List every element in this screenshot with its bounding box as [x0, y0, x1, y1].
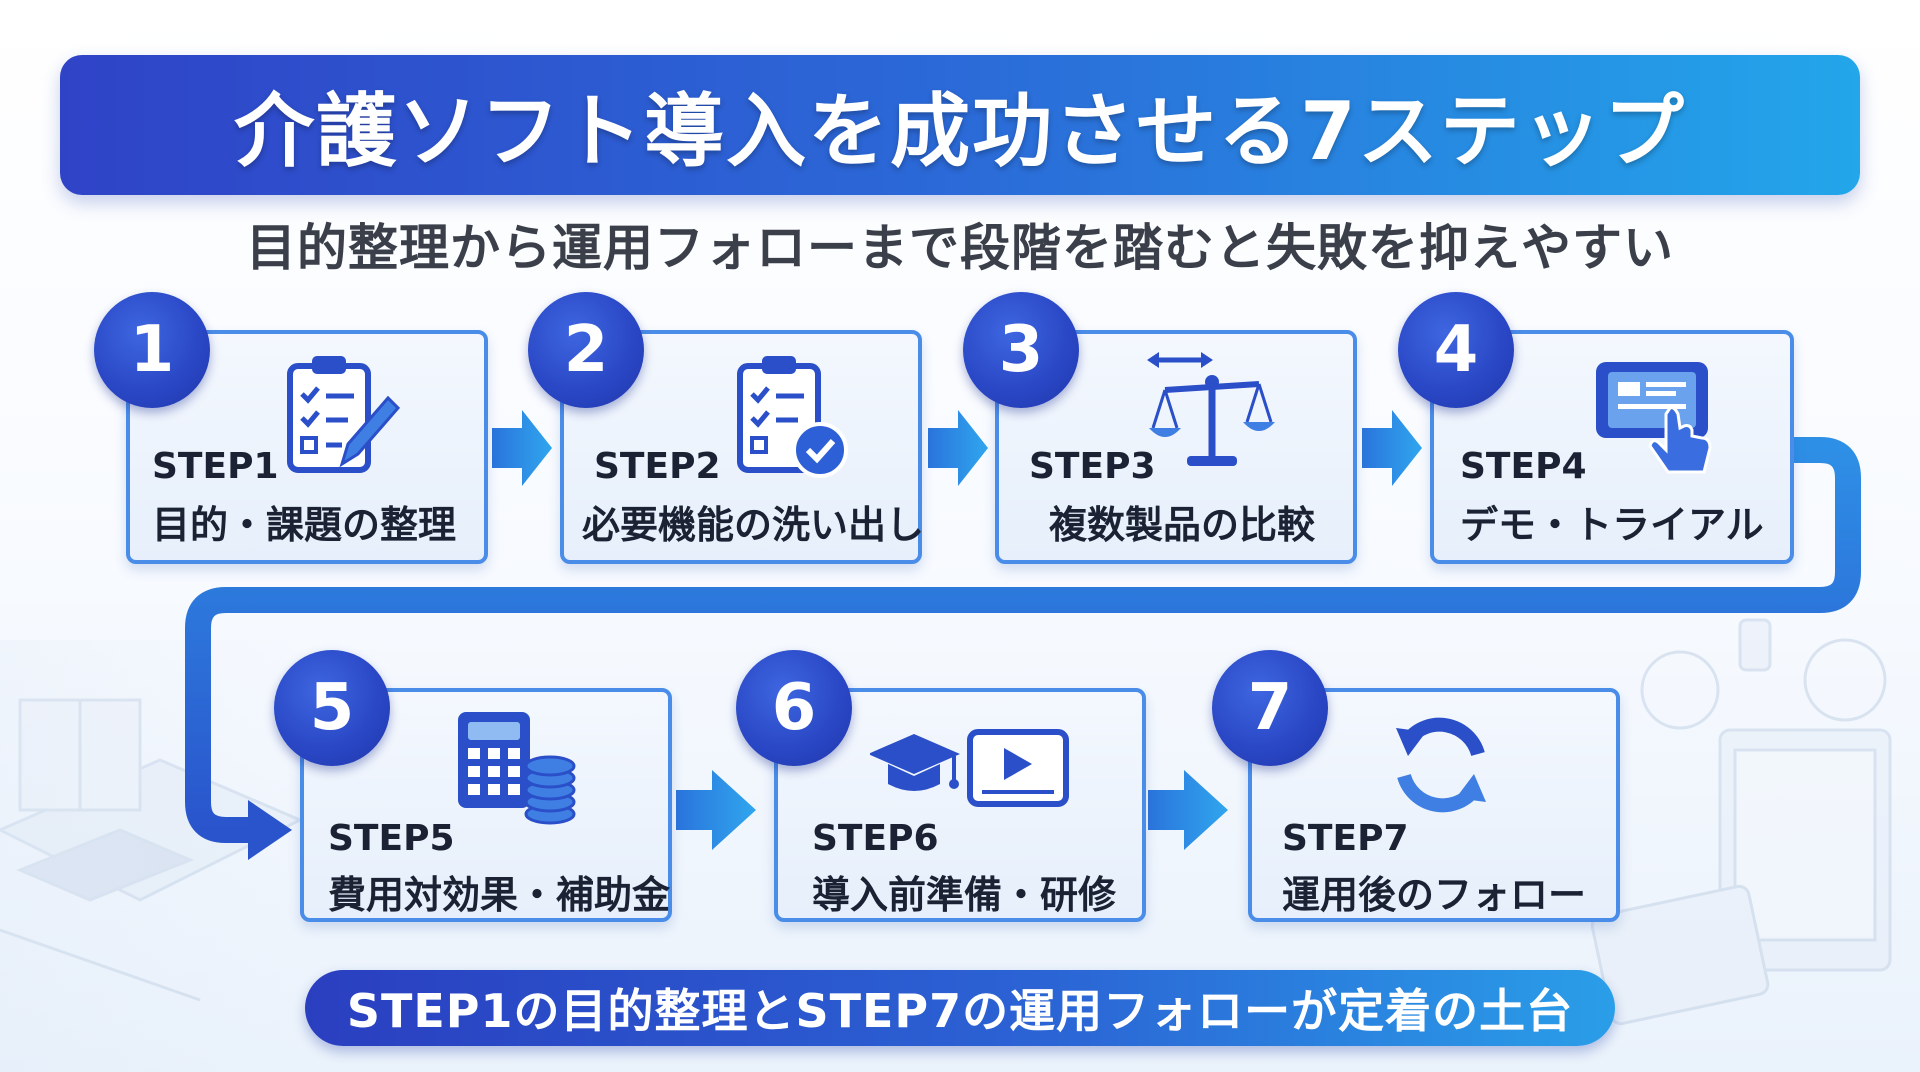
- page-title: 介護ソフト導入を成功させる7ステップ: [234, 85, 1686, 178]
- arrow-2-3: [928, 410, 988, 486]
- calculator-coins-icon: [458, 712, 576, 825]
- step-card-5: STEP5 費用対効果・補助金: [300, 688, 672, 922]
- tablet-touch-icon: [1596, 362, 1712, 474]
- device-illustration: [1590, 618, 1892, 1026]
- step-badge-5: 5: [274, 650, 390, 766]
- connector-arrowhead: [248, 800, 292, 860]
- step-title: 必要機能の洗い出し: [582, 503, 925, 547]
- step-badge-6: 6: [736, 650, 852, 766]
- step-title: 目的・課題の整理: [152, 503, 457, 547]
- step-label: STEP2: [594, 446, 721, 487]
- step-label: STEP5: [328, 818, 455, 859]
- title-banner: 介護ソフト導入を成功させる7ステップ: [60, 55, 1860, 195]
- arrow-3-4: [1362, 410, 1422, 486]
- step-card-7: STEP7 運用後のフォロー: [1248, 688, 1620, 922]
- step-label: STEP6: [812, 818, 939, 859]
- step-title: 費用対効果・補助金: [328, 873, 671, 917]
- arrow-1-2: [492, 410, 552, 486]
- step-badge-3: 3: [963, 292, 1079, 408]
- step-title: 運用後のフォロー: [1282, 873, 1587, 917]
- step-badge-1: 1: [94, 292, 210, 408]
- step-card-1: STEP1 目的・課題の整理: [126, 330, 488, 564]
- step-label: STEP7: [1282, 818, 1409, 859]
- bed-illustration: [0, 698, 304, 1002]
- step-label: STEP4: [1460, 446, 1587, 487]
- step-badge-2: 2: [528, 292, 644, 408]
- checklist-check-icon: [737, 356, 848, 478]
- graduation-video-icon: [870, 729, 1069, 807]
- step-label: STEP3: [1029, 446, 1156, 487]
- arrow-5-6: [676, 770, 756, 850]
- arrow-6-7: [1148, 770, 1228, 850]
- page-subtitle: 目的整理から運用フォローまで段階を踏むと失敗を抑えやすい: [246, 219, 1674, 277]
- step-title: 複数製品の比較: [1049, 503, 1316, 547]
- step-badge-4: 4: [1398, 292, 1514, 408]
- step-badge-7: 7: [1212, 650, 1328, 766]
- refresh-cycle-icon: [1396, 717, 1486, 813]
- footer-text: STEP1の目的整理とSTEP7の運用フォローが定着の土台: [346, 984, 1574, 1038]
- clipboard-pencil-icon: [287, 356, 401, 473]
- step-title: デモ・トライアル: [1460, 503, 1764, 547]
- step-label: STEP1: [152, 446, 279, 487]
- balance-scale-icon: [1147, 352, 1275, 466]
- footer-banner: STEP1の目的整理とSTEP7の運用フォローが定着の土台: [305, 970, 1615, 1046]
- step-title: 導入前準備・研修: [812, 873, 1117, 917]
